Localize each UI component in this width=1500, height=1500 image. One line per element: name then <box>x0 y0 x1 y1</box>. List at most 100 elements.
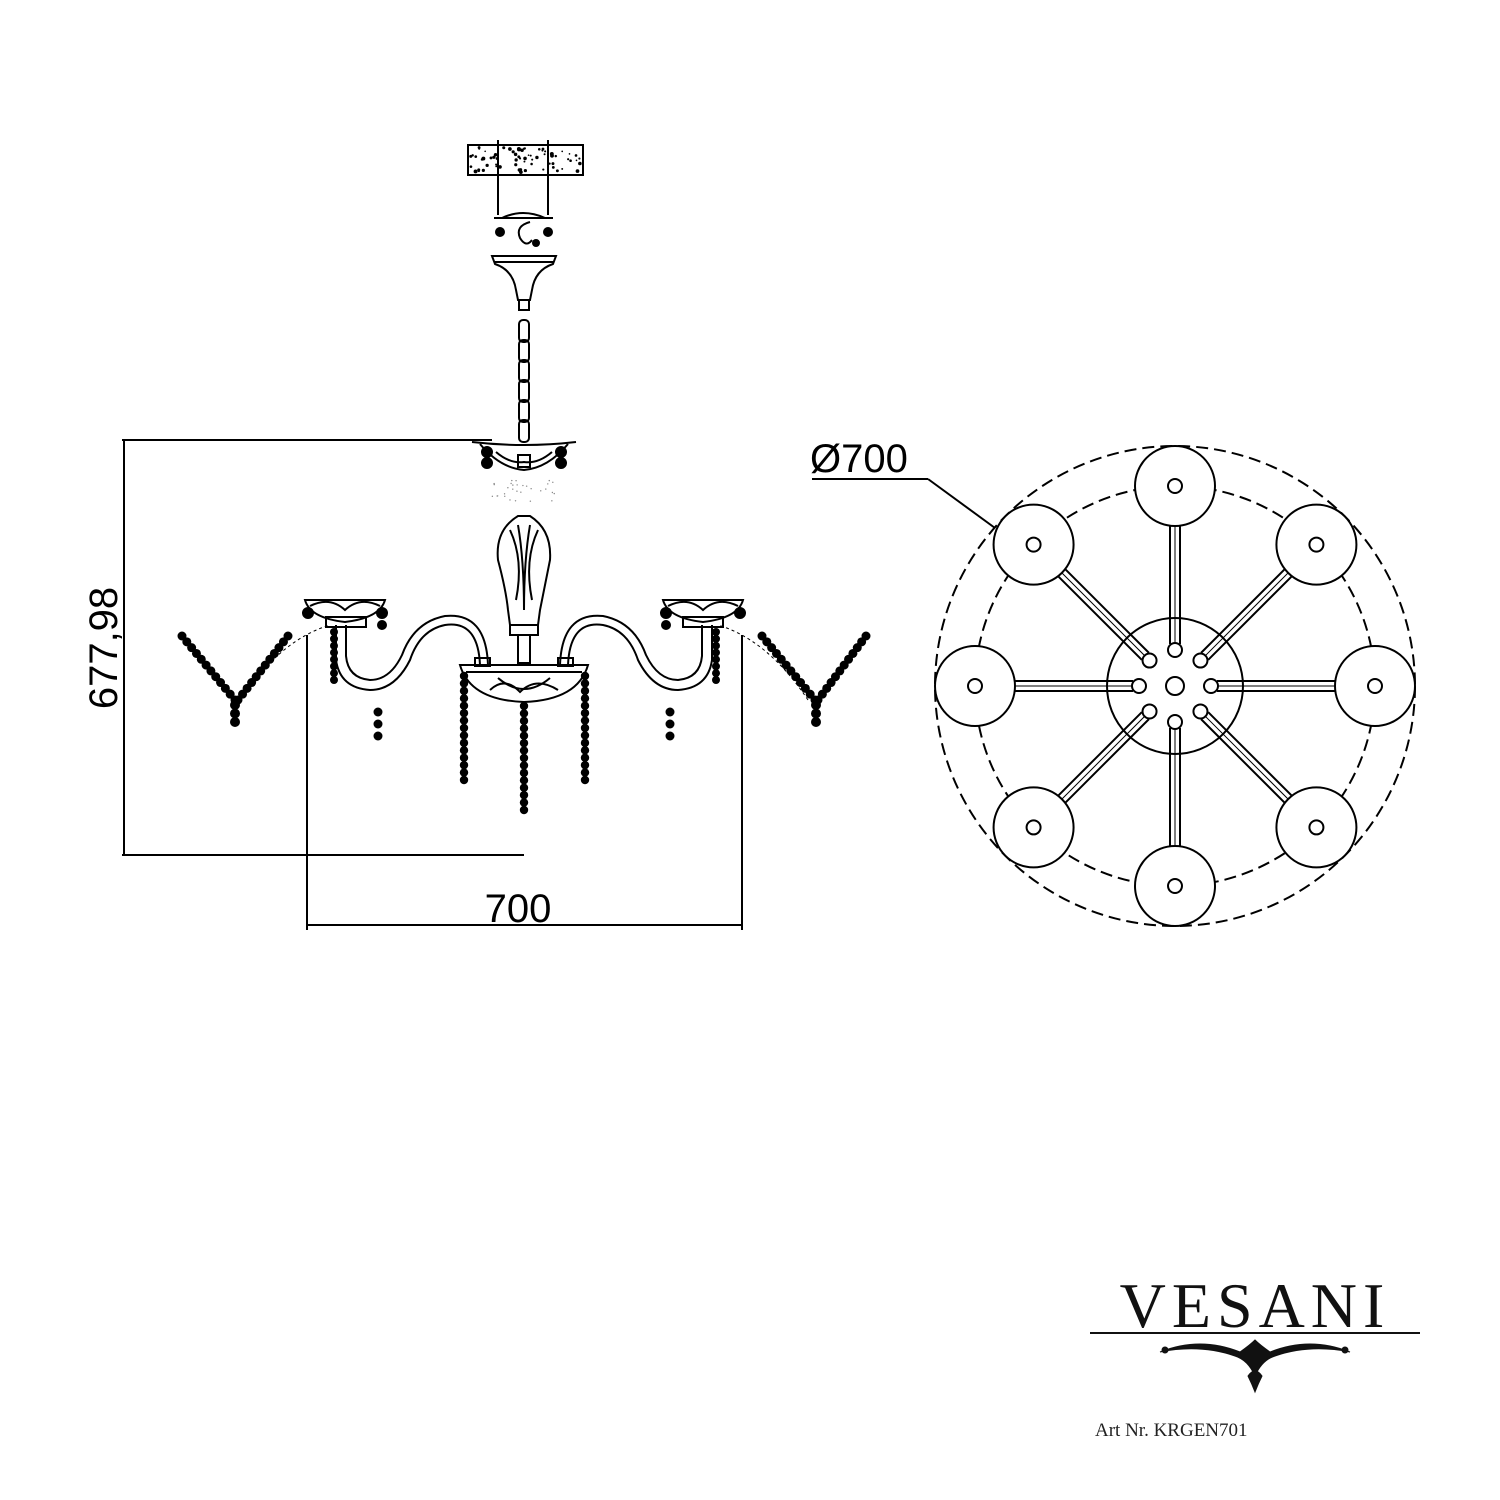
bead <box>580 671 590 681</box>
bead <box>459 716 469 725</box>
arm-line <box>1059 570 1146 657</box>
top-view-arm <box>1134 445 1216 658</box>
light-cup-circle <box>992 786 1075 869</box>
bead <box>459 701 469 710</box>
arm-socket <box>1141 652 1158 669</box>
top-view-arm <box>1203 645 1416 727</box>
light-cup-circle <box>1134 845 1216 927</box>
bead <box>519 731 529 740</box>
bead <box>580 775 590 785</box>
arm-socket <box>1192 703 1209 720</box>
bead <box>811 700 821 710</box>
speckle <box>517 168 521 172</box>
bead <box>811 708 821 719</box>
light-cup-center <box>1025 536 1042 553</box>
dust-dot <box>525 485 528 487</box>
bead <box>459 708 469 718</box>
speckle <box>523 156 527 161</box>
chain-link <box>518 419 530 443</box>
bead <box>580 686 590 696</box>
chain-link <box>518 339 530 363</box>
bead <box>712 676 720 684</box>
arm-socket <box>1131 678 1147 694</box>
ceiling-mount-block <box>467 140 584 215</box>
dust-dot <box>514 500 517 502</box>
arm-line <box>1200 566 1288 654</box>
speckle <box>523 160 526 163</box>
bead <box>330 669 338 678</box>
speckle <box>485 163 489 168</box>
speckle <box>531 158 534 161</box>
light-cup-circle <box>992 503 1075 586</box>
bead <box>330 662 338 671</box>
center-point <box>1165 676 1185 696</box>
bead <box>580 768 590 777</box>
bead <box>459 694 469 703</box>
bead <box>712 669 720 678</box>
bead <box>519 761 529 770</box>
dust-dot <box>548 479 550 482</box>
bead <box>519 798 529 807</box>
dust-dot <box>511 479 513 482</box>
bead <box>712 655 720 664</box>
bead <box>459 731 469 740</box>
arm-socket <box>1167 714 1183 730</box>
bead <box>519 753 529 763</box>
bead <box>230 700 240 710</box>
speckle <box>493 152 498 157</box>
dust-dot <box>547 483 549 485</box>
light-cup-center <box>1167 478 1183 494</box>
bead <box>519 790 529 800</box>
speckle <box>527 154 530 157</box>
speckle <box>575 169 580 173</box>
dust-dot <box>530 487 532 490</box>
speckle <box>481 168 485 172</box>
speckle <box>495 163 498 166</box>
speckle <box>514 158 518 162</box>
chandelier-side-view <box>177 140 871 815</box>
speckle <box>561 150 564 153</box>
bead <box>459 671 469 681</box>
speckle <box>473 169 478 174</box>
speckle <box>554 154 558 158</box>
speckle <box>480 158 484 161</box>
speckle <box>498 165 502 169</box>
bead <box>230 717 240 727</box>
bead <box>459 768 469 777</box>
crystal-strands <box>177 628 871 815</box>
article-number: Art Nr. KRGEN701 <box>1095 1420 1248 1441</box>
diameter-leader <box>812 478 996 529</box>
speckle <box>484 150 486 153</box>
bead <box>459 679 469 688</box>
light-cup-circle <box>1134 445 1216 527</box>
speckle <box>541 149 544 152</box>
central-stem-vase <box>496 515 552 664</box>
arm-line <box>1207 573 1295 661</box>
speckle <box>508 147 512 151</box>
left-arm <box>335 614 489 692</box>
bead <box>459 775 469 785</box>
right-arm <box>559 614 713 692</box>
speckle <box>530 162 533 166</box>
speckle <box>548 162 551 165</box>
speckle <box>502 146 506 150</box>
bead <box>330 676 338 684</box>
arm-line <box>1055 573 1143 661</box>
speckle <box>474 155 478 158</box>
speckle <box>523 168 527 173</box>
light-cup-circle <box>1275 786 1358 869</box>
bead <box>459 760 469 770</box>
dust-dot <box>504 495 506 497</box>
speckle <box>578 163 581 166</box>
hook-bracket <box>494 212 553 247</box>
arm-socket <box>1141 703 1158 720</box>
speckle <box>544 150 547 153</box>
bead <box>459 746 469 755</box>
suspension-chain <box>518 319 530 443</box>
bead <box>519 776 529 785</box>
bead <box>665 719 675 729</box>
bead <box>330 655 338 664</box>
speckle <box>469 165 473 169</box>
bead <box>712 648 720 657</box>
bead <box>811 717 821 727</box>
